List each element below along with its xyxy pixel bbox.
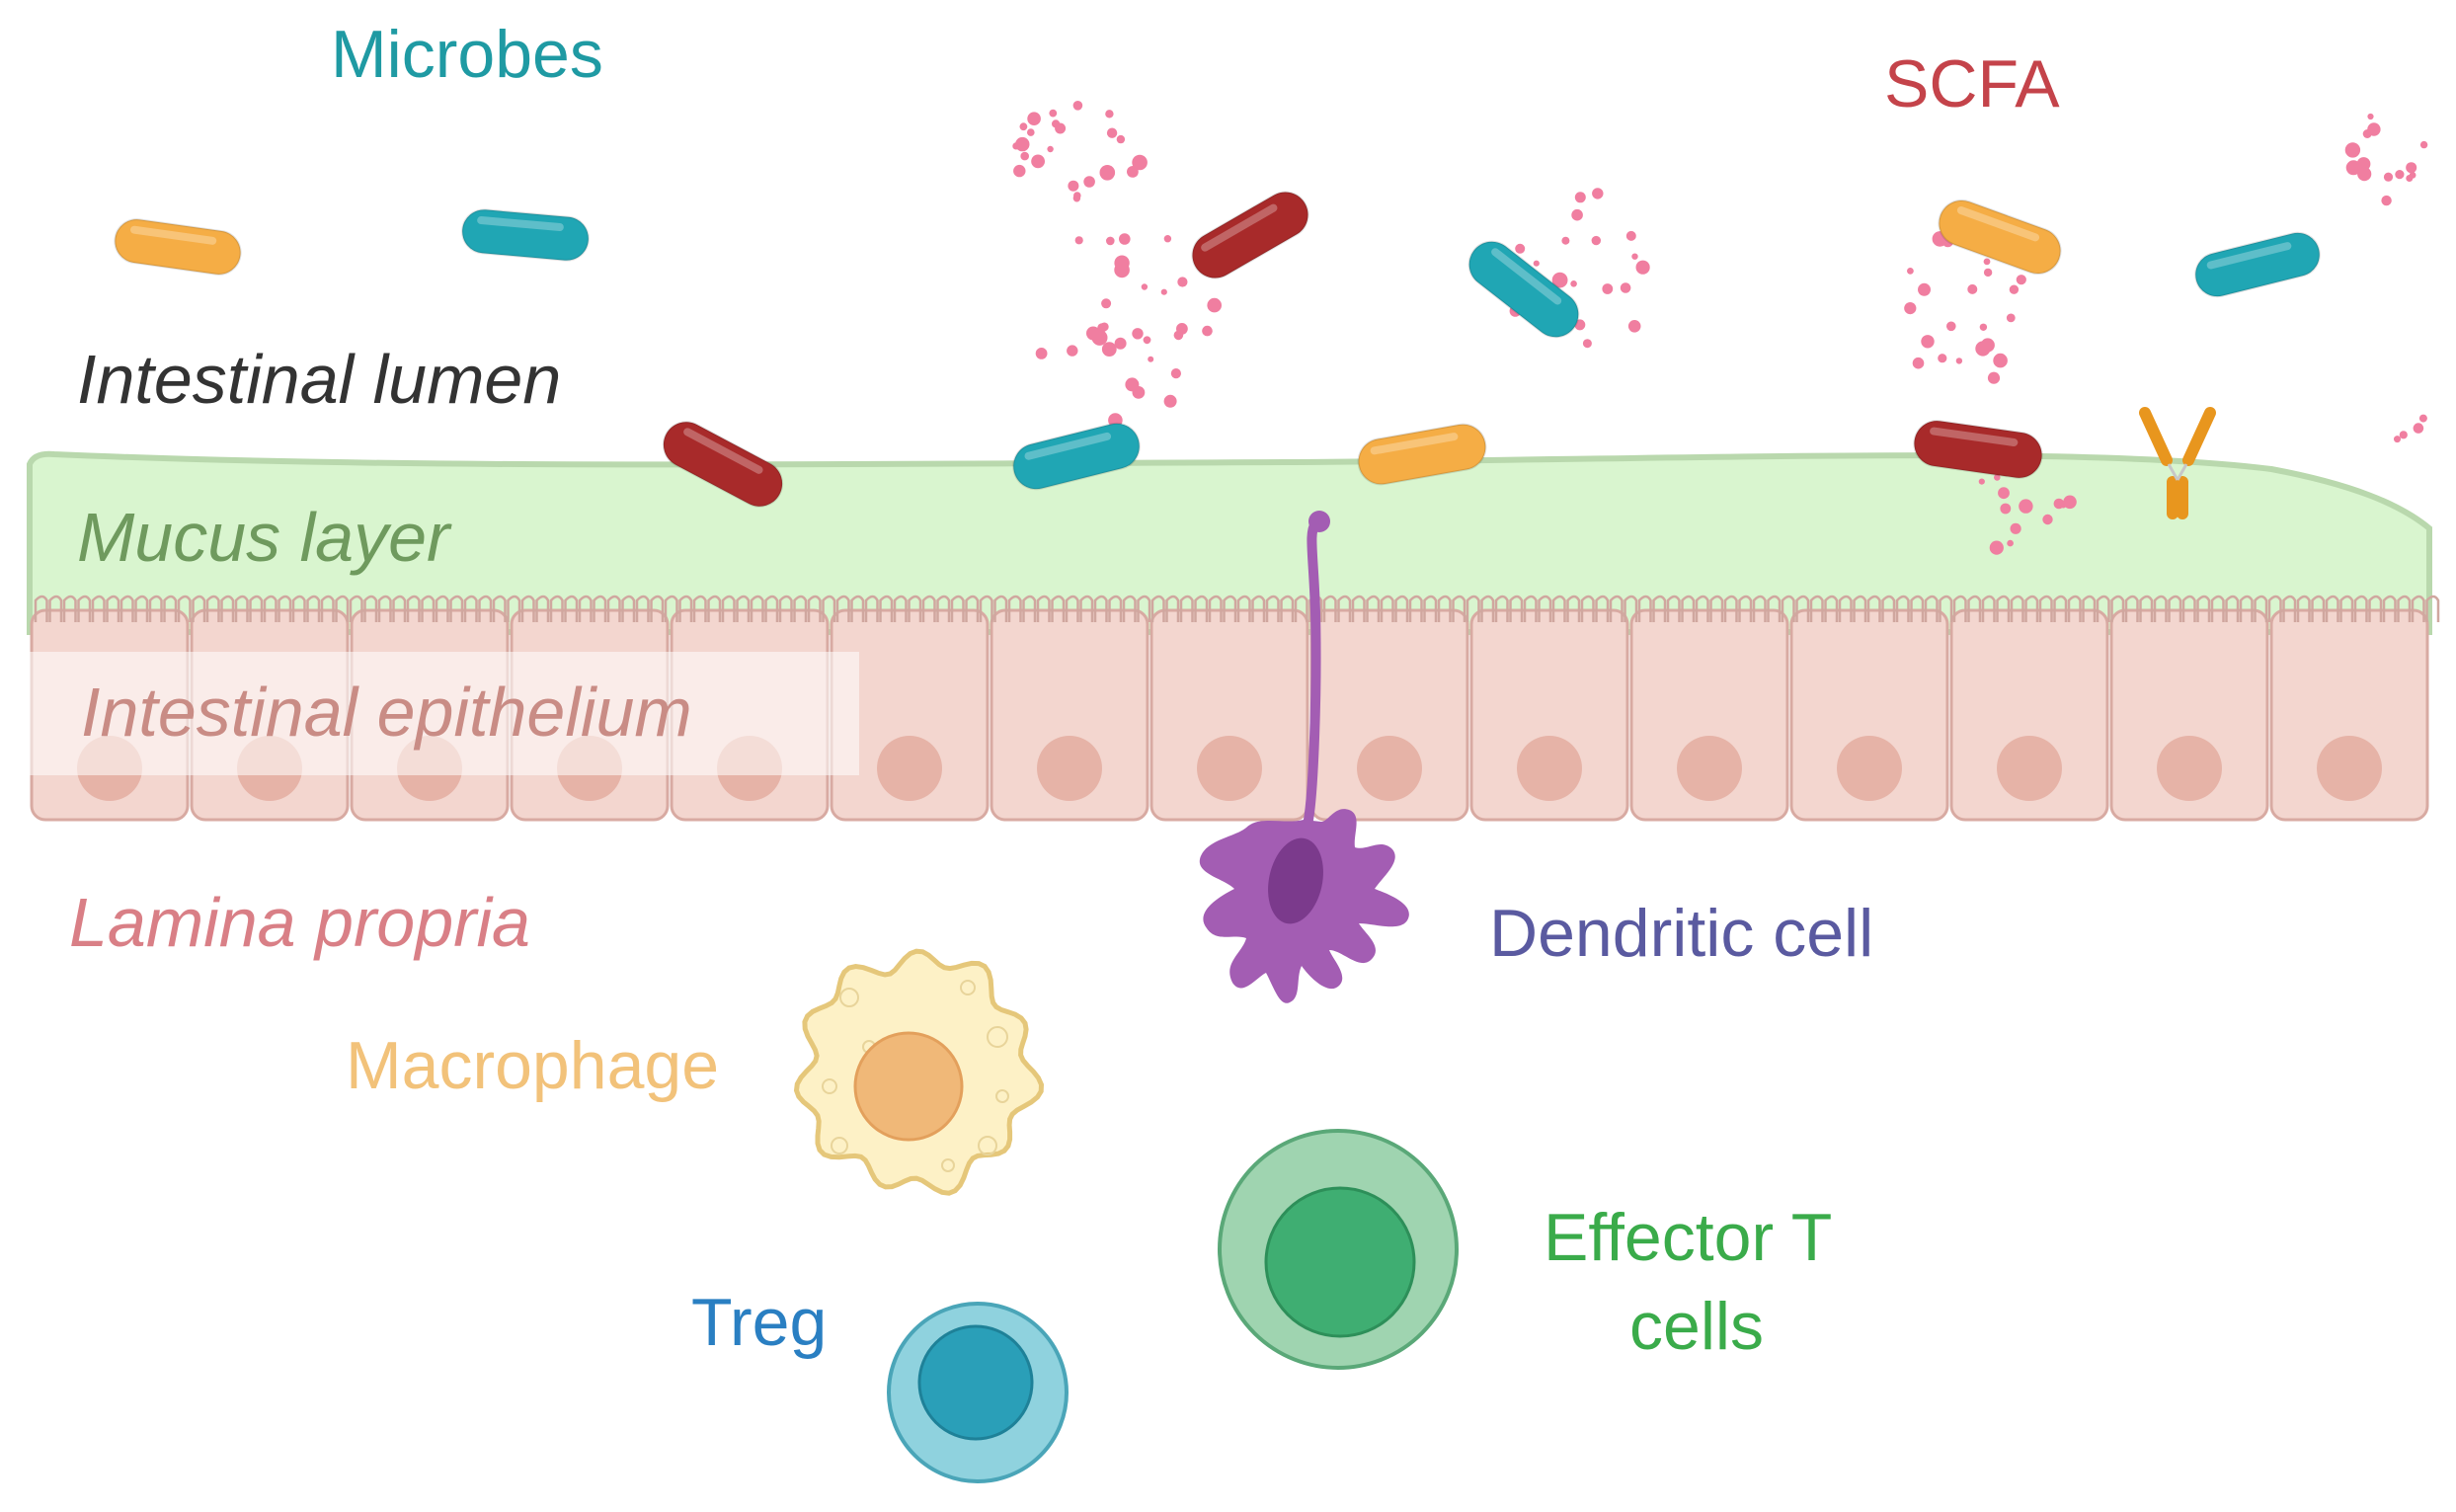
epithelial-cell-icon: [2109, 608, 2269, 822]
mucus-layer: [27, 450, 2432, 635]
label-effector-t-line1: Effector T: [1544, 1200, 1832, 1275]
label-effector-t-line2: cells: [1629, 1289, 1764, 1364]
label-lamina-propria: Lamina propria: [69, 884, 530, 961]
microvilli: [34, 595, 2440, 622]
effector-t-cell-icon: [1218, 1129, 1459, 1370]
bacterium-icon: [662, 421, 784, 508]
dendritic-cell-icon: [1199, 511, 1409, 1003]
epithelial-cell-icon: [1789, 608, 1949, 822]
bacterium-icon: [1913, 420, 2043, 479]
epithelial-cell-icon: [2269, 608, 2429, 822]
bacterium-icon: [1012, 422, 1141, 491]
treg-cell-icon: [887, 1302, 1069, 1483]
bacterium-icon: [1191, 191, 1309, 279]
bacterium-icon: [2194, 231, 2321, 298]
epithelial-cell-icon: [990, 608, 1149, 822]
bacterium-icon: [1938, 199, 2062, 276]
epithelial-cell-icon: [830, 608, 990, 822]
epithelial-cell-icon: [1149, 608, 1309, 822]
epithelial-cell-icon: [1469, 608, 1629, 822]
bacterium-icon: [114, 218, 242, 276]
bacterium-icon: [461, 208, 590, 262]
label-scfa: SCFA: [1884, 46, 2060, 121]
label-intestinal-lumen: Intestinal lumen: [77, 341, 561, 418]
epithelial-cell-icon: [1629, 608, 1789, 822]
label-intestinal-epithelium: Intestinal epithelium: [81, 674, 692, 751]
antibody-icon: [2139, 407, 2216, 519]
label-microbes: Microbes: [331, 17, 603, 92]
bacterium-icon: [1357, 423, 1487, 486]
bacterium-icon: [1467, 240, 1580, 339]
label-treg: Treg: [691, 1285, 827, 1360]
epithelial-cell-icon: [1949, 608, 2109, 822]
label-macrophage: Macrophage: [346, 1028, 719, 1103]
bacteria-group: [114, 191, 2321, 508]
label-dendritic-cell: Dendritic cell: [1489, 896, 1873, 971]
label-mucus-layer: Mucus layer: [77, 499, 452, 576]
epithelium-label-band: [30, 652, 859, 775]
epithelial-cell-icon: [1309, 608, 1469, 822]
macrophage-cell-icon: [793, 948, 1045, 1196]
